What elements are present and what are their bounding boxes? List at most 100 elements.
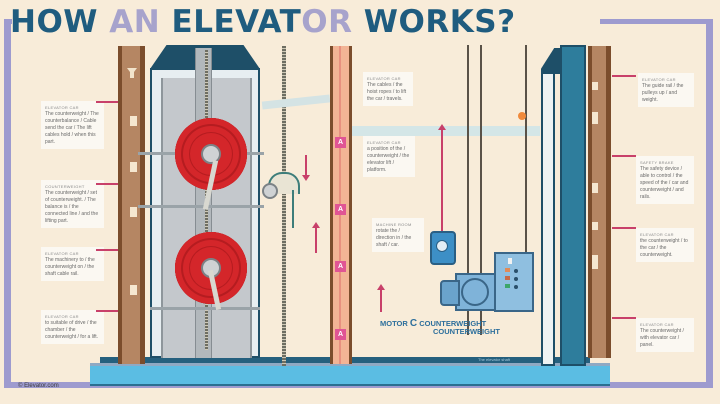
drive-rod [441, 128, 443, 233]
note-body: rotate the / direction in / the shaft / … [376, 228, 412, 248]
car-crossbar [150, 307, 260, 310]
panel-light-orange [505, 276, 510, 280]
left-note-1-pointer [96, 101, 118, 103]
down-arrow-head [302, 175, 310, 181]
left-note-2-pointer [96, 183, 118, 185]
note-body: The counterweight / with elevator car / … [640, 328, 684, 348]
counterweight-text: COUNTERWEIGHT [419, 319, 487, 328]
main-motor-end-cap [440, 280, 460, 306]
center-note-1: ELEVATOR CAR The cables / the hoist rope… [363, 72, 413, 106]
small-motor-dial-icon [436, 240, 448, 252]
right-note-4: ELEVATOR CAR The counterweight / with el… [636, 318, 694, 352]
note-heading: ELEVATOR CAR [367, 140, 401, 145]
upper-sheave-hub [201, 144, 221, 164]
right-note-1-pointer [612, 75, 636, 77]
note-heading: ELEVATOR CAR [642, 77, 676, 82]
right-post-window [592, 82, 598, 90]
note-body: The counterweight / The counterbalance /… [45, 111, 99, 145]
motor-label: MOTOR C COUNTERWEIGHT [380, 318, 486, 329]
upper-crossbeam [261, 94, 331, 110]
base-caption: The elevator shaft [478, 357, 511, 362]
hoist-cable [525, 45, 527, 295]
motor-c-icon: C [409, 318, 418, 329]
frame-right-side [706, 19, 713, 387]
page-title: HOW AN ELEVATOR WORKS? [10, 4, 516, 40]
left-note-1: ELEVATOR CAR The counterweight / The cou… [41, 101, 104, 149]
drive-rod-arrow-icon [438, 124, 446, 130]
right-post-window [592, 112, 598, 124]
right-note-2: SAFETY BRAKE The safety device / able to… [636, 156, 694, 204]
main-motor-rotor-icon [461, 278, 489, 306]
right-post-window [592, 222, 598, 230]
center-note-2: ELEVATOR CAR a position of the / counter… [363, 136, 415, 177]
cable-clip-icon [518, 112, 526, 120]
left-post-window [130, 162, 137, 172]
panel-light-orange [505, 268, 510, 272]
left-note-4: ELEVATOR CAR to suitable of drive / the … [41, 310, 104, 344]
counterweight-label: COUNTERWEIGHT [433, 327, 500, 336]
title-works: WORKS? [363, 4, 516, 40]
panel-indicator [508, 258, 512, 264]
right-note-3-pointer [612, 227, 636, 229]
left-note-3: ELEVATOR CAR The machinery to / the coun… [41, 247, 104, 281]
up-arrow-head [312, 222, 320, 228]
shaft-floor-base [90, 363, 610, 386]
panel-button [514, 269, 518, 273]
down-arrow-icon [305, 155, 307, 177]
right-post-window [592, 255, 598, 269]
note-body: to suitable of drive / the chamber / the… [45, 320, 99, 340]
rail-badge: A [335, 261, 346, 272]
control-panel [494, 252, 534, 312]
hoist-cable [467, 45, 469, 335]
left-note-2: COUNTERWEIGHT The counterweight / set of… [41, 180, 104, 228]
frame-top-bar [600, 19, 712, 24]
left-post-window [130, 285, 137, 295]
note-body: a position of the / counterweight / the … [367, 146, 410, 173]
frame-left-side [4, 19, 11, 387]
rail-badge: A [335, 137, 346, 148]
note-heading: MACHINE ROOM [376, 222, 412, 227]
note-heading: ELEVATOR CAR [640, 232, 674, 237]
panel-button [514, 277, 518, 281]
right-guide-post [588, 46, 611, 358]
car-crossbar [138, 205, 264, 208]
right-note-2-pointer [612, 155, 636, 157]
title-how: HOW [10, 4, 110, 40]
left-post-window [130, 116, 137, 126]
note-body: The counterweight / set of counterweight… [45, 190, 99, 224]
right-shaft-door [541, 72, 555, 366]
right-shaft-column [560, 45, 586, 366]
credit-text: © Elevator.com [18, 383, 59, 389]
note-heading: ELEVATOR CAR [45, 105, 79, 110]
note-heading: ELEVATOR CAR [640, 322, 674, 327]
governor-bracket [292, 190, 294, 228]
motor-text: MOTOR [380, 319, 408, 328]
right-post-window [592, 183, 598, 193]
title-elevat: ELEVAT [171, 4, 302, 40]
governor-hub [262, 183, 278, 199]
note-body: The cables / the hoist ropes / to lift t… [367, 82, 407, 102]
left-post-cap-icon [127, 68, 137, 78]
note-heading: COUNTERWEIGHT [45, 184, 85, 189]
note-body: the counterweight / to the car / the cou… [640, 238, 688, 258]
note-heading: ELEVATOR CAR [45, 251, 79, 256]
hoist-cable [480, 45, 482, 335]
rail-badge: A [335, 329, 346, 340]
note-heading: ELEVATOR CAR [367, 76, 401, 81]
up-arrow-icon [380, 288, 382, 312]
right-note-3: ELEVATOR CAR the counterweight / to the … [636, 228, 694, 262]
center-note-3: MACHINE ROOM rotate the / direction in /… [372, 218, 424, 252]
panel-light-green [505, 284, 510, 288]
note-body: The safety device / able to control / th… [640, 166, 689, 200]
note-body: The machinery to / the counterweight on … [45, 257, 95, 277]
left-post-window [130, 207, 137, 217]
up-arrow-head [377, 284, 385, 290]
note-body: The guide rail / the pulleys up / and we… [642, 83, 684, 103]
title-an: AN [109, 4, 172, 40]
right-note-1: ELEVATOR CAR The guide rail / the pulley… [638, 73, 694, 107]
governor-chain [282, 46, 286, 366]
mid-crossbeam [350, 126, 540, 136]
panel-button [514, 285, 518, 289]
note-heading: SAFETY BRAKE [640, 160, 674, 165]
rail-badge: A [335, 204, 346, 215]
